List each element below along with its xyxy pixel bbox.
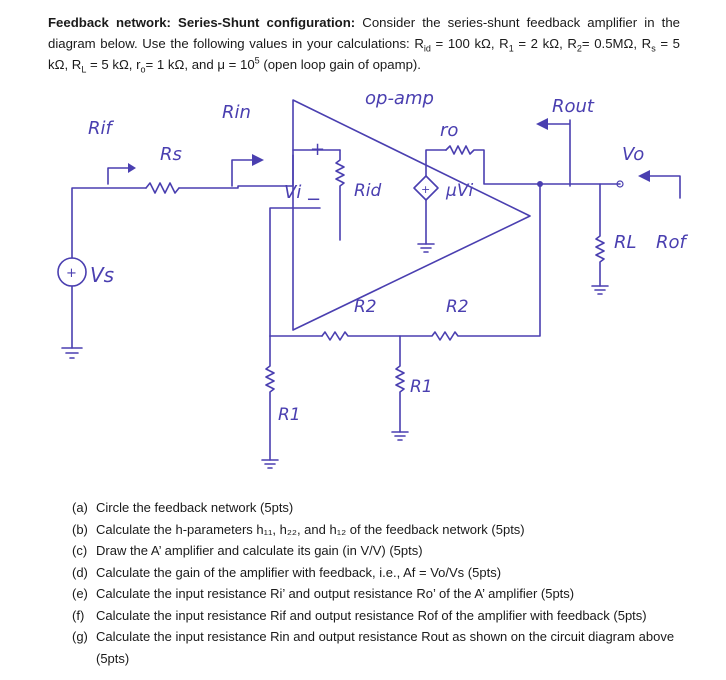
rin-arrow-head: [252, 154, 264, 166]
r1-left-resistor: [265, 335, 275, 461]
wire-source-top: [71, 187, 147, 259]
statement-line-2: diagram below. Use the following values …: [48, 36, 680, 54]
question-c: (c)Draw the A’ amplifier and calculate i…: [72, 543, 423, 558]
question-f: (f)Calculate the input resistance Rif an…: [72, 607, 647, 623]
ground-symbol-r1-mid: [391, 431, 409, 441]
source-plus-label: +: [66, 266, 77, 281]
vi-label: Vi: [284, 182, 301, 203]
rid-label: Rid: [354, 181, 382, 201]
ground-symbol-r1-left: [261, 459, 279, 469]
vo-terminal: [616, 180, 624, 188]
question-b: (b)Calculate the h-parameters h₁₁, h₂₂, …: [72, 521, 525, 537]
opamp-minus-label: −: [306, 189, 321, 210]
problem-title: Feedback network: Series-Shunt configura…: [48, 15, 356, 30]
rout-label: Rout: [552, 96, 595, 117]
muvi-label: μVi: [445, 181, 473, 201]
wire-feedback-node-left: [269, 207, 321, 337]
question-list: (a)Circle the feedback network (5pts) (b…: [72, 497, 692, 669]
rid-resistor: [335, 149, 345, 241]
wire-dep-source: [425, 149, 447, 245]
question-d: (d)Calculate the gain of the amplifier w…: [72, 564, 502, 580]
statement-line-1: Consider the series-shunt feedback ampli…: [355, 15, 680, 30]
ground-symbol-dep: [417, 243, 435, 253]
rif-arrow-marker: [107, 167, 129, 185]
dependent-source-plus: +: [421, 183, 430, 196]
ground-symbol-rl: [591, 285, 609, 295]
rl-label: RL: [614, 232, 637, 253]
question-e: (e)Calculate the input resistance Ri’ an…: [72, 586, 575, 601]
ro-label: ro: [440, 120, 458, 141]
opamp-label: op-amp: [365, 88, 434, 109]
rif-label: Rif: [88, 118, 115, 139]
r2-left-resistor: [321, 331, 401, 341]
r1-mid-resistor: [395, 335, 405, 433]
question-g: (g)Calculate the input resistance Rin an…: [72, 629, 675, 666]
vo-label: Vo: [622, 144, 644, 165]
rof-label: Rof: [656, 232, 689, 253]
rs-label: Rs: [160, 144, 182, 165]
question-a: (a)Circle the feedback network (5pts): [72, 500, 294, 515]
rof-arrow-head: [638, 170, 650, 182]
rif-arrow-head: [128, 163, 136, 173]
r1-mid-label: R1: [410, 377, 433, 397]
rof-arrow-marker: [649, 175, 681, 199]
r2-right-resistor: [399, 183, 541, 341]
rout-arrow-head: [536, 118, 548, 130]
rin-label: Rin: [222, 102, 251, 123]
statement-line-3: kΩ, RL = 5 kΩ, ro= 1 kΩ, and μ = 105 (op…: [48, 55, 421, 75]
opamp-triangle: [292, 99, 531, 331]
problem-statement: Feedback network: Series-Shunt configura…: [48, 12, 680, 75]
rl-resistor: [595, 183, 605, 287]
rout-arrow-marker: [547, 119, 571, 187]
ground-symbol-source: [61, 347, 83, 359]
r2-left-label: R2: [354, 297, 377, 317]
ro-resistor: [445, 145, 541, 185]
rs-resistor: [145, 182, 180, 194]
rin-arrow-marker: [231, 159, 253, 187]
r2-right-label: R2: [446, 297, 469, 317]
r1-left-label: R1: [278, 405, 301, 425]
circuit-diagram: + Vs Rs Rif Rin op-amp + − Vi Rid + μVi …: [57, 88, 689, 469]
vs-label: Vs: [90, 263, 114, 287]
